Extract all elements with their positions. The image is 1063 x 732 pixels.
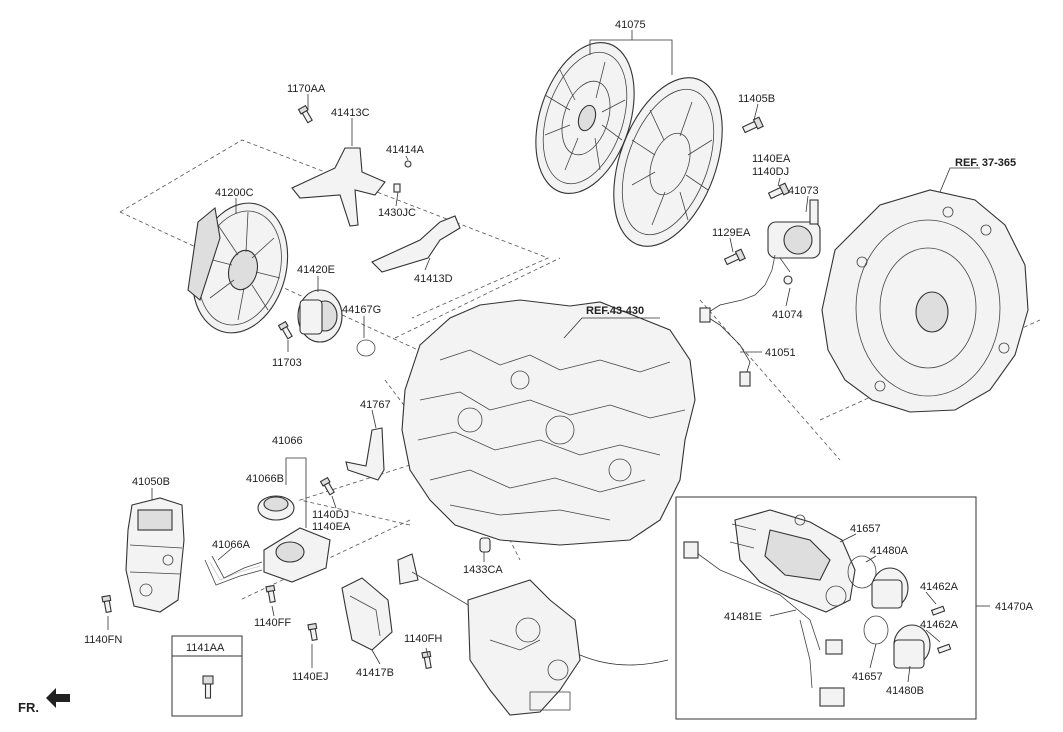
label-41200c: 41200C — [215, 187, 254, 199]
actuator-assembly-box — [675, 496, 977, 720]
label-1141aa: 1141AA — [186, 642, 225, 654]
label-11703: 11703 — [272, 357, 302, 369]
leader-41075 — [589, 30, 673, 75]
label-1140dj: 1140DJ — [752, 166, 789, 178]
actuator-icon — [125, 497, 185, 613]
label-41413c: 41413C — [331, 107, 370, 119]
label-1140dj-b: 1140DJ — [312, 509, 349, 521]
label-11405b: 11405B — [738, 93, 775, 105]
label-41073: 41073 — [788, 185, 819, 197]
plug-icon — [479, 537, 491, 553]
label-44167g: 44167G — [342, 304, 381, 316]
label-41480b: 41480B — [886, 685, 924, 697]
label-41075: 41075 — [615, 19, 646, 31]
release-fork-icon — [291, 147, 461, 273]
clutch-disc-icon — [535, 41, 635, 195]
label-1430jc: 1430JC — [378, 207, 416, 219]
reservoir-icon — [204, 495, 331, 586]
label-41066a: 41066A — [212, 539, 251, 551]
clutch-hose-icon — [699, 299, 751, 387]
label-1140ff: 1140FF — [254, 617, 291, 629]
actuator-assembly-icon — [683, 509, 931, 707]
label-1129ea: 1129EA — [712, 227, 751, 239]
label-41413d: 41413D — [414, 273, 453, 285]
label-41417b: 41417B — [356, 667, 394, 679]
clutch-cover-icon — [613, 77, 723, 247]
cover-41417b-icon — [341, 577, 393, 651]
label-41480a: 41480A — [870, 545, 909, 557]
label-41050b: 41050B — [132, 476, 170, 488]
bolt-icon — [101, 104, 952, 699]
part-1141aa-box — [171, 635, 243, 717]
leader-41066 — [285, 457, 307, 528]
leader-lines — [107, 94, 990, 683]
label-41051: 41051 — [765, 347, 796, 359]
label-1140ej: 1140EJ — [292, 671, 329, 683]
label-1140fn: 1140FN — [84, 634, 122, 646]
label-41470a: 41470A — [995, 601, 1034, 613]
ref-label-43-430[interactable]: REF.43-430 — [586, 305, 644, 317]
label-41657-b: 41657 — [852, 671, 883, 683]
label-41066b: 41066B — [246, 473, 284, 485]
front-label: FR. — [18, 700, 39, 715]
label-41420e: 41420E — [297, 264, 335, 276]
ref-label-37-365[interactable]: REF. 37-365 — [955, 157, 1016, 169]
release-cylinder-icon — [741, 199, 821, 301]
release-bearing-icon — [297, 289, 376, 357]
label-41767: 41767 — [360, 399, 391, 411]
label-41414a: 41414A — [386, 144, 425, 156]
clutch-assembly-icon — [187, 202, 289, 334]
clutch-housing-icon — [821, 189, 1029, 413]
part-labels: 41075 11405B 1140EA 1140DJ 41073 REF. 37… — [84, 19, 1034, 697]
label-1170aa: 1170AA — [287, 83, 326, 95]
label-41462a-a: 41462A — [920, 581, 959, 593]
label-41657-a: 41657 — [850, 523, 881, 535]
label-41066: 41066 — [272, 435, 303, 447]
label-41462a-b: 41462A — [920, 619, 959, 631]
bracket-41767-icon — [345, 427, 385, 481]
shift-actuator-icon — [397, 553, 669, 716]
label-1140ea-b: 1140EA — [312, 521, 351, 533]
transmission-case-icon — [401, 299, 696, 546]
label-41074: 41074 — [772, 309, 803, 321]
ref-arrows — [563, 167, 980, 339]
label-1140fh: 1140FH — [404, 633, 442, 645]
front-arrow-icon: FR. — [18, 688, 70, 715]
label-1140ea: 1140EA — [752, 153, 791, 165]
label-1433ca: 1433CA — [463, 564, 503, 576]
label-41481e: 41481E — [724, 611, 762, 623]
